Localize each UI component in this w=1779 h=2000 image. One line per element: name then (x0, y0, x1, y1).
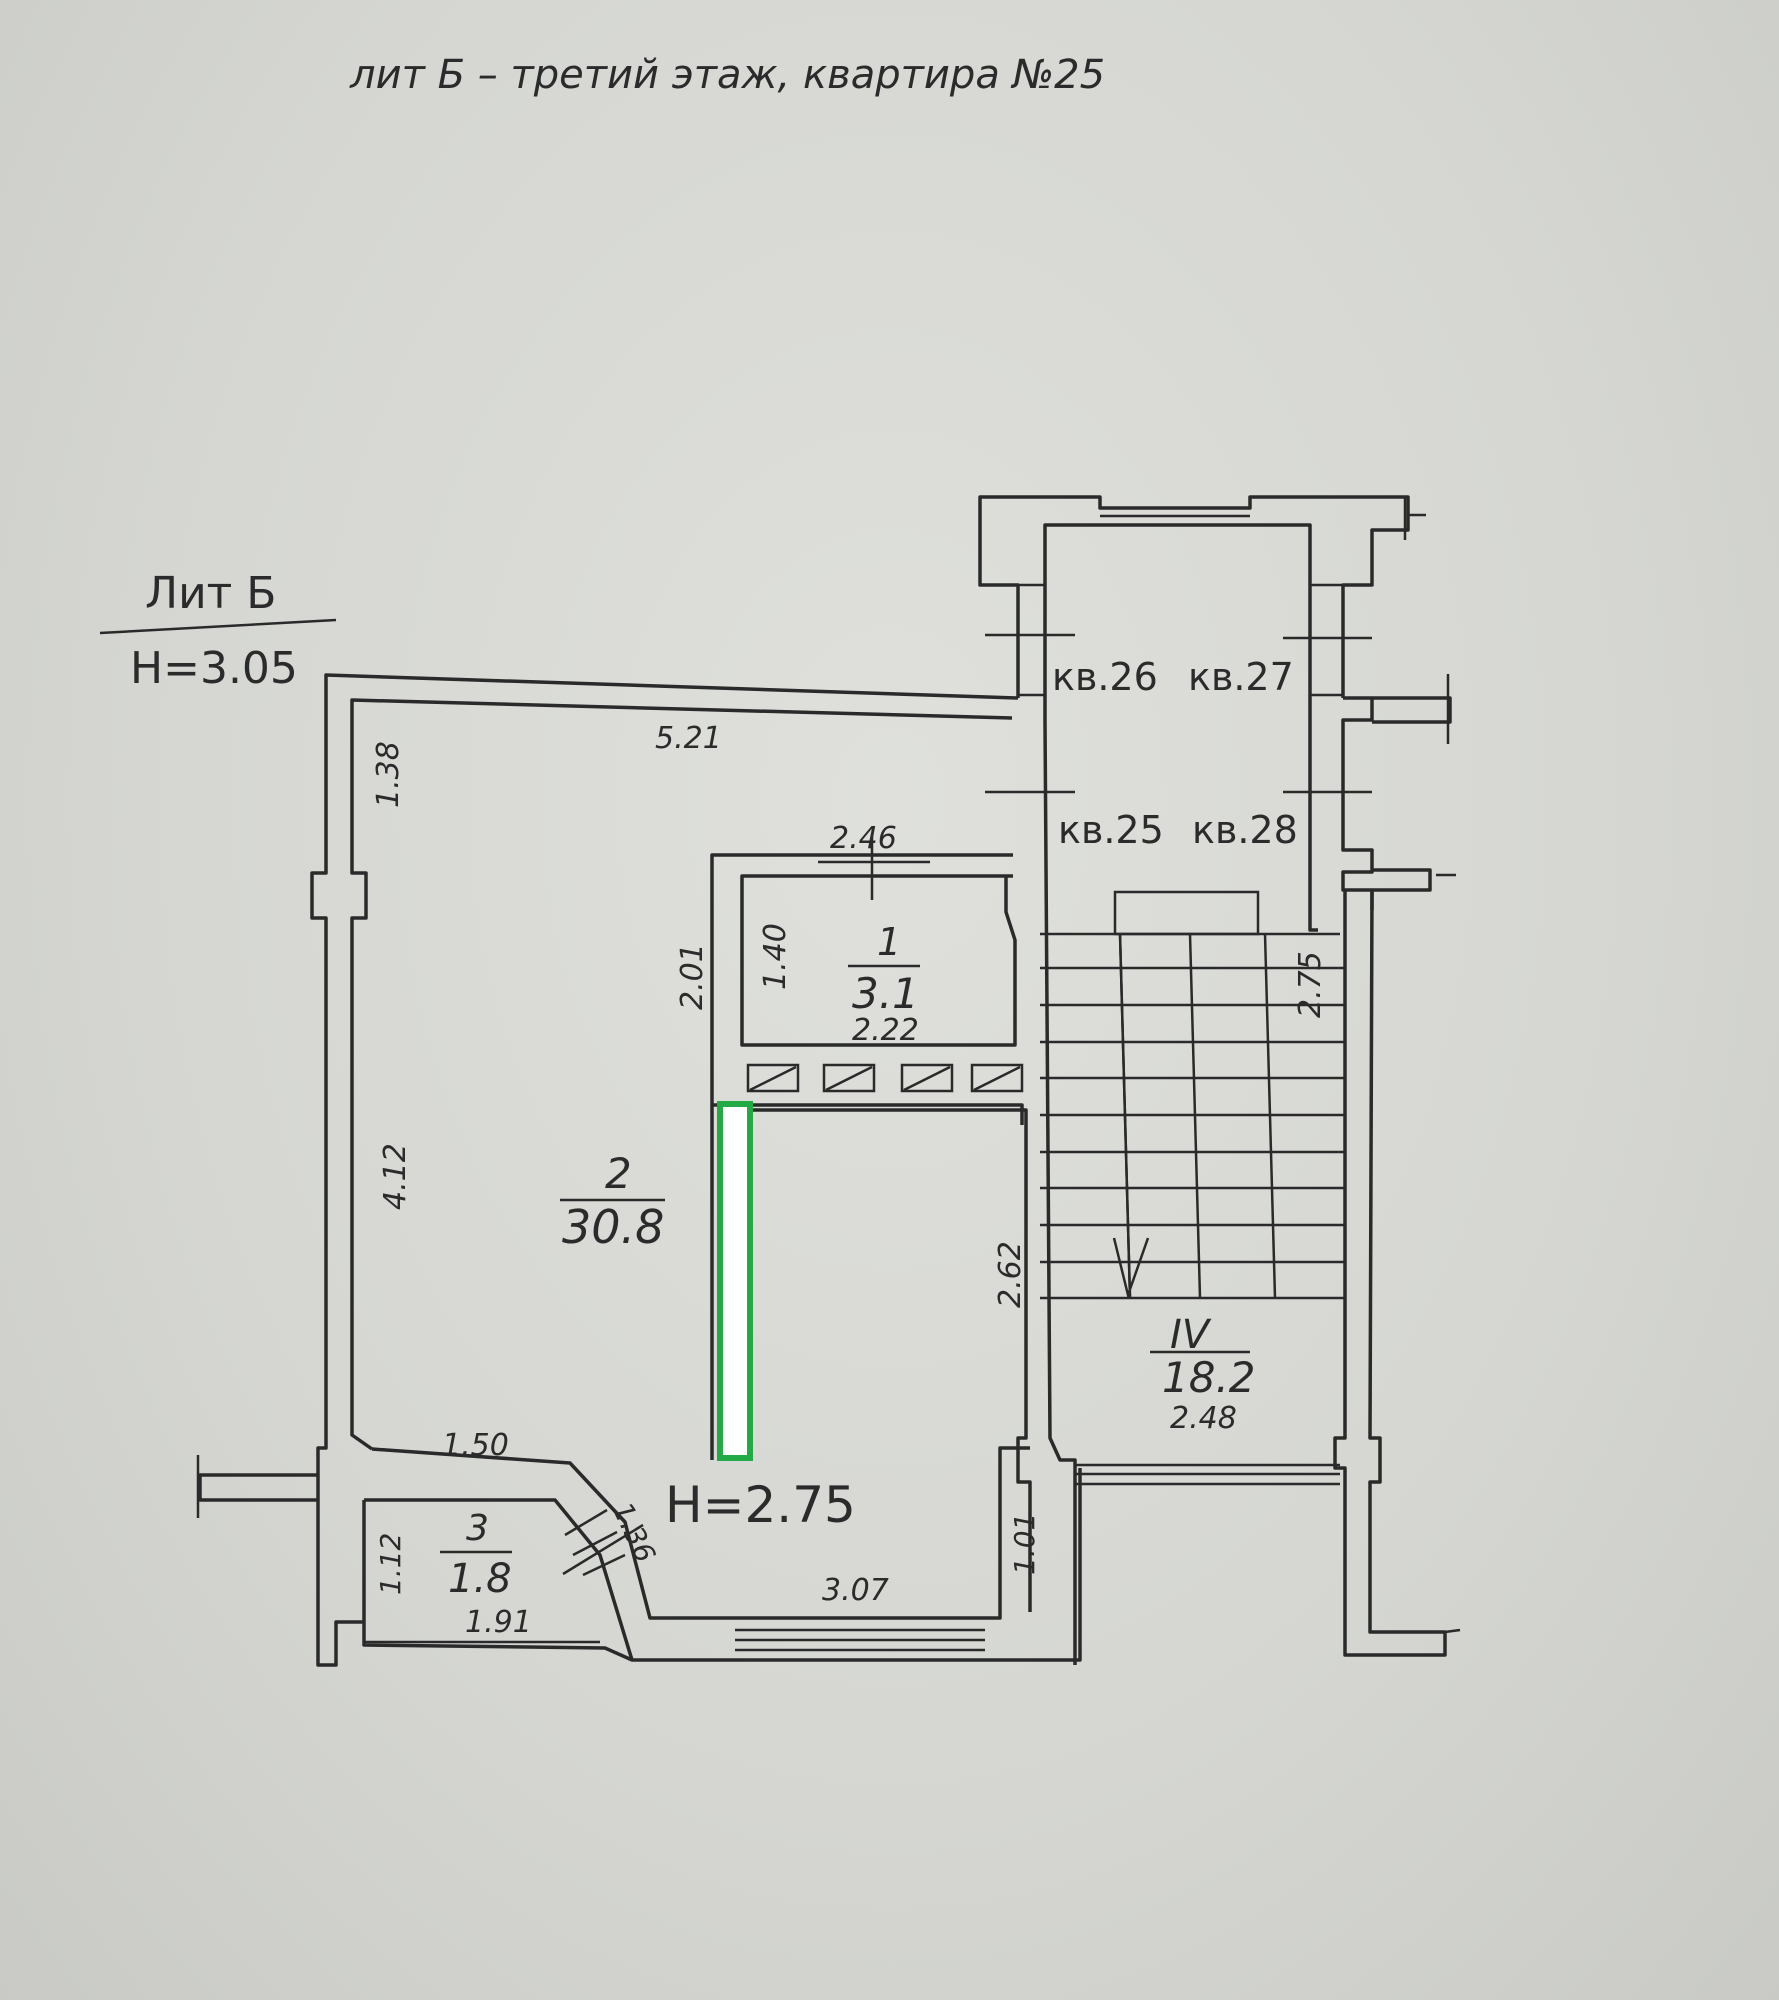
stair-window (1075, 1463, 1340, 1486)
lit-name: Лит Б (145, 568, 276, 619)
dimension-labels: 5.21 1.38 2.46 2.01 1.40 2.22 4.12 2.62 … (371, 721, 1328, 1640)
page-title: лит Б – третий этаж, квартира №25 (349, 52, 1105, 98)
staircase (1040, 890, 1345, 1300)
room3-door (562, 1508, 644, 1577)
lit-divider (99, 618, 337, 635)
room-height-label: Н=2.75 (665, 1476, 856, 1534)
room-2: 2 30.8 (560, 1149, 665, 1254)
dim-1-12: 1.12 (374, 1533, 407, 1595)
room-2-number: 2 (605, 1149, 632, 1198)
apartment-labels: кв.26 кв.27 кв.25 кв.28 (1052, 655, 1298, 852)
lit-height: Н=3.05 (130, 643, 298, 694)
dim-2-48: 2.48 (1170, 1401, 1237, 1436)
bottom-wall (362, 1500, 633, 1662)
walls (196, 495, 1461, 1667)
room-1: 1 3.1 (848, 920, 920, 1018)
room2-bottom (735, 1446, 1030, 1620)
stair-ticks (985, 633, 1372, 794)
room-1-number: 1 (877, 920, 901, 964)
left-connector (198, 1473, 318, 1502)
stair-left-wall (1043, 721, 1077, 1665)
room-iv-area: 18.2 (1162, 1353, 1256, 1402)
dim-1-50: 1.50 (442, 1428, 509, 1463)
dim-3-07: 3.07 (822, 1573, 889, 1608)
right-connector-2 (1372, 868, 1432, 892)
dim-1-91: 1.91 (465, 1605, 532, 1640)
highlight-marker[interactable] (717, 1101, 753, 1461)
dim-2-46: 2.46 (830, 821, 897, 856)
room3-walls (371, 1447, 735, 1620)
room-3: 3 1.8 (440, 1508, 512, 1602)
outer-wall-top (310, 673, 1019, 1667)
dim-1-38: 1.38 (371, 741, 406, 808)
dim-1-01: 1.01 (1008, 1513, 1041, 1575)
dim-2-75: 2.75 (1293, 951, 1328, 1018)
room-2-area: 30.8 (562, 1200, 664, 1254)
dim-4-12: 4.12 (378, 1143, 413, 1210)
pillar-left (1016, 583, 1047, 697)
right-wall-inner (1308, 722, 1318, 932)
pillar-right (1308, 583, 1345, 697)
inner-wall-top (350, 698, 1013, 1451)
apt-27-label: кв.27 (1188, 655, 1294, 699)
room-right-partition (752, 1108, 1032, 1612)
vent-ducts (746, 1063, 1024, 1093)
dim-1-40: 1.40 (758, 923, 793, 990)
right-tick-bottom (1444, 1628, 1461, 1634)
room3-inner (364, 1498, 735, 1662)
dim-2-01: 2.01 (675, 943, 710, 1010)
apt-26-label: кв.26 (1052, 655, 1158, 699)
dim-2-22: 2.22 (852, 1013, 919, 1048)
apt-28-label: кв.28 (1192, 808, 1298, 852)
bottom-outer (735, 1468, 1082, 1662)
room-3-area: 1.8 (448, 1556, 512, 1602)
stair-block-top (978, 495, 1410, 698)
bottom-window (735, 1628, 985, 1652)
room1-inner (740, 874, 1017, 1047)
room-iv-number: IV (1170, 1312, 1212, 1358)
room-3-number: 3 (466, 1508, 489, 1549)
top-window (1100, 506, 1250, 527)
right-connector-1 (1372, 696, 1452, 724)
apt-25-label: кв.25 (1058, 808, 1164, 852)
room-iv: IV 18.2 (1150, 1312, 1256, 1402)
right-wall-lower (1333, 889, 1447, 1657)
dim-2-62: 2.62 (993, 1241, 1028, 1308)
room-1-area: 3.1 (852, 969, 919, 1018)
right-wall-upper (1341, 696, 1374, 910)
dim-5-21: 5.21 (655, 721, 722, 756)
